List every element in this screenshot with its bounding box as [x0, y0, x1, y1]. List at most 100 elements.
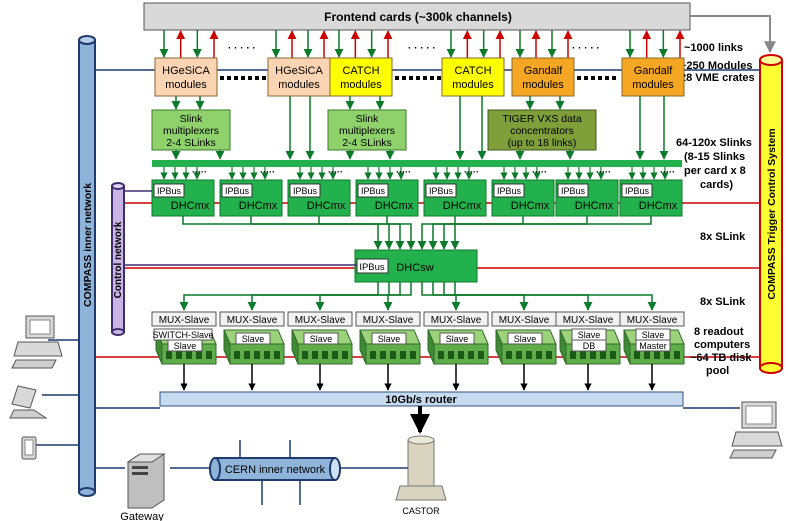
- cern-inner-network: CERN inner network: [170, 440, 408, 505]
- server-slot: [610, 351, 616, 359]
- server-slot: [186, 351, 192, 359]
- module-catch-3: CATCH modules: [441, 57, 505, 97]
- mux-slave-box: [151, 311, 217, 327]
- slave-extra-box: [635, 339, 671, 352]
- server-slot: [302, 351, 308, 359]
- module-box: [621, 57, 685, 97]
- dhcsw-to-mux-link: [421, 282, 461, 311]
- module-line2: modules: [452, 79, 494, 91]
- links-count: ~1000 links: [684, 42, 743, 54]
- bus-dot: [220, 76, 224, 80]
- ipbus-box: [153, 183, 185, 198]
- bus-dot: [248, 76, 252, 80]
- dhcmx-ellipsis: ·····: [192, 167, 207, 177]
- dhcmx-label: DHCmx: [575, 200, 614, 212]
- bus-dot: [409, 76, 413, 80]
- module-line1: CATCH: [454, 65, 491, 77]
- dhcmx-to-dhcsw-link: [417, 216, 456, 250]
- server-slot: [634, 351, 640, 359]
- mux-slave-label: MUX-Slave: [499, 315, 550, 326]
- module-line1: Gandalf: [524, 65, 563, 77]
- mux2-line3: 2-4 SLinks: [342, 137, 392, 149]
- castor-label: CASTOR: [402, 506, 440, 516]
- ipbus-box: [493, 183, 525, 198]
- tiger-line2: concentrators: [510, 125, 574, 137]
- dhcmx-to-dhcsw-link: [250, 216, 394, 250]
- ipbus-label: IPBus: [497, 186, 522, 196]
- slave-role-box: [439, 332, 475, 345]
- mux-slave-label: MUX-Slave: [431, 315, 482, 326]
- slave-role-label: Slave: [378, 334, 401, 344]
- server-side: [623, 329, 631, 365]
- server-slot: [458, 351, 464, 359]
- multiplexer-2: Slink multiplexers 2-4 SLinks: [327, 109, 407, 151]
- server-slot: [244, 351, 250, 359]
- bus-dot: [598, 76, 602, 80]
- slave-extra-box: [167, 339, 203, 352]
- dhcmx-to-dhcsw-link: [439, 216, 588, 250]
- ipbus-box: [425, 183, 457, 198]
- module-line1: CATCH: [342, 65, 379, 77]
- dhcsw-switch: IPBus DHCsw: [354, 249, 478, 283]
- slinks-count-2: (8-15 Slinks: [684, 151, 745, 163]
- svg-text:· · · · ·: · · · · ·: [408, 43, 436, 54]
- slinks-count-4: cards): [700, 179, 733, 191]
- mux1-line1: Slink: [180, 113, 204, 125]
- dhcmx-label: DHCmx: [511, 200, 550, 212]
- server-slot: [570, 351, 576, 359]
- slave-role-label: Slave: [242, 334, 265, 344]
- server-slot: [580, 351, 586, 359]
- slink-count-a: 8x SLink: [700, 231, 746, 243]
- slave-role-label: Slave: [642, 330, 665, 340]
- slinks-count-1: 64-120x Slinks: [676, 137, 752, 149]
- dhcmx-label: DHCmx: [639, 200, 678, 212]
- dhcmx-to-dhcsw-link: [428, 216, 524, 250]
- server-slot: [264, 351, 270, 359]
- dhcsw-to-mux-link: [315, 282, 401, 311]
- server-slot: [166, 351, 172, 359]
- bus-dot: [234, 76, 238, 80]
- ipbus-box: [357, 183, 389, 198]
- ipbus-label: IPBus: [225, 186, 250, 196]
- multiplexer-1: Slink multiplexers 2-4 SLinks: [151, 109, 231, 151]
- server-slot: [370, 351, 376, 359]
- server-slot: [536, 351, 542, 359]
- dhcmx-to-dhcsw-link: [386, 216, 416, 250]
- server-slot: [448, 351, 454, 359]
- server-slot: [478, 351, 484, 359]
- server-slot: [332, 351, 338, 359]
- laptop-icon: [9, 385, 79, 419]
- control-network: Control network: [111, 182, 125, 336]
- server-slot: [312, 351, 318, 359]
- server-slot: [654, 351, 660, 359]
- ipbus-label: IPBus: [293, 186, 318, 196]
- ipbus-label: IPBus: [625, 186, 650, 196]
- dhcmx-ellipsis: ·····: [660, 167, 675, 177]
- bus-dot: [423, 76, 427, 80]
- slink-bus-bar: [152, 160, 682, 167]
- ipbus-box: [557, 183, 589, 198]
- slave-role-label: Slave: [310, 334, 333, 344]
- mux-slave-label: MUX-Slave: [227, 315, 278, 326]
- dhcsw-to-mux-link: [179, 282, 379, 311]
- right-desktop-computer-icon: [729, 401, 783, 459]
- server-slot: [590, 351, 596, 359]
- server-slot: [526, 351, 532, 359]
- ipbus-box: [221, 183, 253, 198]
- frontend-label: Frontend cards (~300k channels): [324, 10, 512, 24]
- dhcsw-to-mux-link: [383, 282, 412, 311]
- server-slot: [206, 351, 212, 359]
- mux2-line2: multiplexers: [339, 125, 395, 137]
- inner-network-label: COMPASS inner network: [82, 183, 94, 307]
- dhcmx-ellipsis: ·····: [328, 167, 343, 177]
